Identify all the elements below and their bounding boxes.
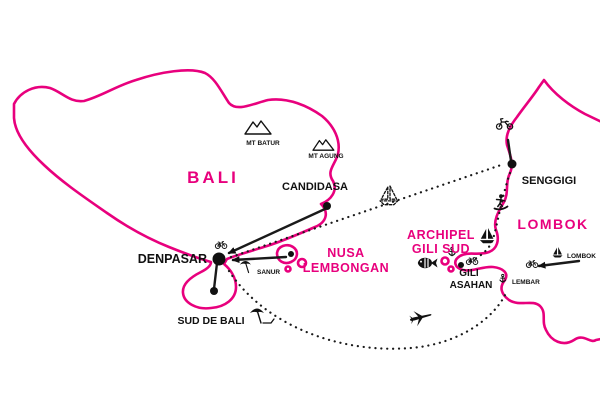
anchor-icon	[499, 273, 507, 283]
island-nusa-lembongan	[275, 243, 308, 273]
region-label-nusa-line1: NUSA	[327, 246, 364, 260]
route-denpasar-senggigi-dotted	[229, 162, 506, 259]
tiny-label-mt-batur: MT BATUR	[246, 140, 280, 147]
sud-de-bali-marker	[210, 287, 218, 295]
denpasar-marker	[212, 252, 226, 266]
route-lombok-lembar-arrow	[537, 259, 581, 269]
tiny-label-lembar: LEMBAR	[512, 279, 540, 286]
airplane-icon	[409, 311, 432, 327]
candidasa-marker	[323, 202, 331, 210]
region-label-bali: BALI	[187, 168, 239, 187]
place-label-gili-line2: ASAHAN	[450, 280, 493, 291]
region-label-nusa-line2: LEMBONGAN	[303, 261, 389, 275]
sailboat-icon	[479, 228, 495, 244]
route-flight-arc-dotted	[227, 269, 508, 350]
mountain-icon	[312, 139, 335, 151]
beach-umbrella-icon	[250, 308, 275, 324]
nusa-lembongan-marker	[288, 251, 294, 257]
region-label-lombok: LOMBOK	[517, 216, 588, 232]
route-senggigi-connector	[506, 138, 513, 163]
place-label-candidasa: CANDIDASA	[282, 181, 348, 193]
route-denpasar-sud-connector	[212, 261, 219, 291]
senggigi-marker	[507, 159, 517, 169]
region-label-archipel-line1: ARCHIPEL	[407, 228, 475, 242]
place-label-sud-de-bali: SUD DE BALI	[177, 315, 244, 327]
beach-umbrella-icon	[239, 261, 251, 274]
bicycle-icon	[214, 241, 228, 249]
route-candidasa-denpasar-arrow	[227, 207, 327, 255]
surfer-icon	[493, 194, 509, 211]
scooter-icon	[495, 117, 514, 130]
region-label-archipel-line2: GILI SUD	[412, 242, 470, 256]
tiny-label-lombok-port: LOMBOK	[567, 253, 596, 260]
place-label-senggigi: SENGGIGI	[522, 175, 576, 187]
anchor-icon	[448, 246, 456, 257]
bicycle-icon	[525, 260, 539, 268]
fish-icon	[417, 257, 438, 269]
place-label-gili-line1: GILI	[459, 268, 479, 279]
island-lombok	[454, 78, 600, 345]
mountain-icon	[244, 120, 272, 135]
bicycle-icon	[465, 257, 479, 265]
route-nusa-denpasar-arrow	[231, 255, 288, 264]
gili-asahan-marker	[458, 262, 464, 268]
tiny-label-sanur: SANUR	[257, 269, 280, 276]
tiny-label-mt-agung: MT AGUNG	[308, 153, 343, 160]
island-gili-asahan	[440, 256, 455, 273]
sailboat-icon	[379, 185, 399, 206]
place-label-denpasar: DENPASAR	[138, 252, 207, 266]
